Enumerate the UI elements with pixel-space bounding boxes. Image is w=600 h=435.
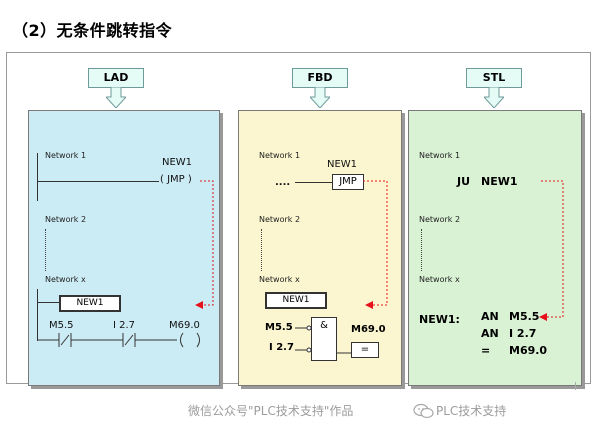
- continuation-dots: [45, 229, 46, 271]
- jump-label: NEW1: [327, 159, 358, 170]
- down-arrow-icon: [484, 87, 504, 108]
- fbd-callout-label: FBD: [292, 68, 348, 88]
- contact-m5-5-label: M5.5: [49, 320, 74, 331]
- input-m5-5-label: M5.5: [265, 322, 293, 333]
- rung-line: [37, 181, 159, 182]
- down-arrow-icon: [106, 87, 126, 108]
- wechat-icon: [413, 403, 434, 419]
- stl-op-3: =: [481, 344, 491, 357]
- stl-panel: Network 1 JU NEW1 Network 2 Network x NE…: [408, 110, 582, 386]
- lad-callout: LAD: [88, 68, 144, 108]
- contact-i2-7-label: I 2.7: [113, 320, 136, 331]
- continuation-dots: [261, 229, 262, 271]
- input-i2-7-label: I 2.7: [269, 342, 294, 353]
- frame-tick: [575, 382, 576, 390]
- stl-op-2: AN: [481, 327, 499, 340]
- page-title: （2）无条件跳转指令: [12, 21, 173, 40]
- watermark-credit: 微信公众号"PLC技术支持"作品: [188, 404, 354, 418]
- assign-box: =: [351, 342, 379, 358]
- jmp-input-line: [295, 182, 332, 183]
- network-2-label: Network 2: [419, 215, 461, 224]
- ladder-rung-x: [37, 332, 200, 348]
- network-x-label: Network x: [45, 275, 86, 284]
- stl-operand-2: I 2.7: [509, 327, 537, 340]
- input-dots: ....: [275, 177, 291, 188]
- jump-target-arrow: [539, 180, 564, 321]
- jump-target-arrow: [195, 180, 214, 309]
- stl-label-new1: NEW1:: [419, 313, 460, 326]
- label-connector: [37, 302, 59, 303]
- jump-label: NEW1: [162, 157, 193, 168]
- network-1-label: Network 1: [259, 151, 301, 160]
- stl-callout: STL: [466, 68, 522, 108]
- and-block-wiring: [295, 325, 363, 354]
- fbd-panel: Network 1 NEW1 .... JMP Network 2 Networ…: [238, 110, 402, 386]
- lad-panel: Network 1 NEW1 ( JMP ) Network 2 Network…: [28, 110, 220, 386]
- stl-op-1: AN: [481, 310, 499, 323]
- left-power-rail-x: [37, 289, 38, 341]
- stl-callout-label: STL: [466, 68, 522, 88]
- network-x-label: Network x: [259, 275, 300, 284]
- stl-ju-instruction: JU: [457, 175, 471, 188]
- network-x-label: Network x: [419, 275, 460, 284]
- jump-target-arrow: [363, 180, 388, 309]
- and-box: &: [311, 317, 337, 361]
- output-m69-0-label: M69.0: [351, 324, 386, 335]
- left-power-rail: [37, 153, 38, 201]
- network-1-label: Network 1: [419, 151, 461, 160]
- stl-ju-target: NEW1: [481, 175, 518, 188]
- new1-label-box: NEW1: [59, 295, 121, 312]
- network-2-label: Network 2: [259, 215, 301, 224]
- jmp-coil: ( JMP ): [160, 174, 192, 185]
- stl-operand-1: M5.5: [509, 310, 540, 323]
- lad-callout-label: LAD: [88, 68, 144, 88]
- continuation-dots: [421, 229, 422, 271]
- fbd-callout: FBD: [292, 68, 348, 108]
- coil-m69-0-label: M69.0: [169, 320, 200, 331]
- watermark-brand: PLC技术支持: [436, 404, 507, 418]
- network-2-label: Network 2: [45, 215, 87, 224]
- new1-label-box: NEW1: [265, 292, 327, 309]
- jmp-box: JMP: [332, 174, 364, 190]
- down-arrow-icon: [310, 87, 330, 108]
- stl-operand-3: M69.0: [509, 344, 548, 357]
- network-1-label: Network 1: [45, 151, 87, 160]
